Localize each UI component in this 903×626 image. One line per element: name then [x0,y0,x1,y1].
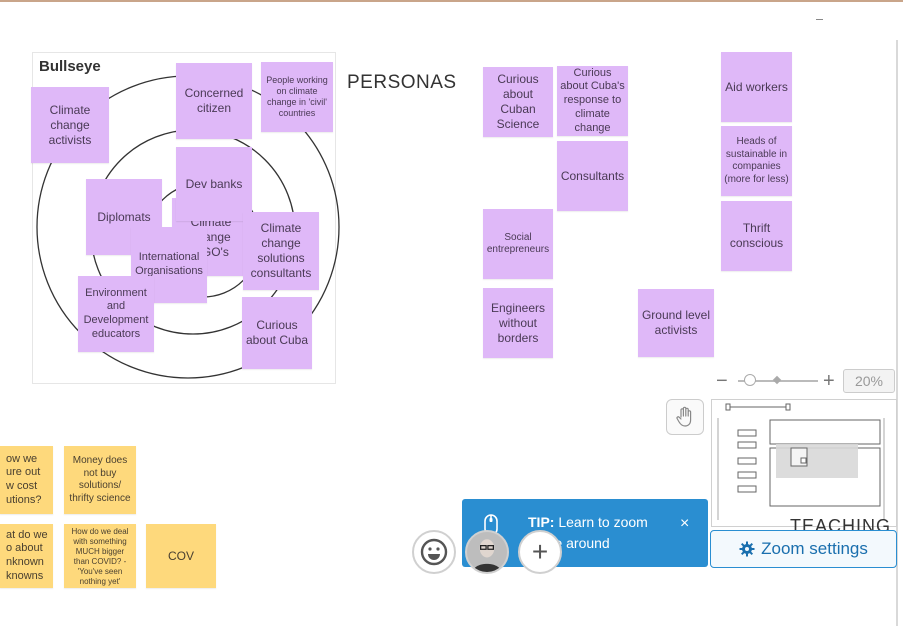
reaction-button[interactable] [412,530,456,574]
sticky-note[interactable]: ow we ure out w cost utions? [0,446,53,514]
sticky-note[interactable]: Social entrepreneurs [483,209,553,279]
sticky-note[interactable]: Curious about Cuba [242,297,312,369]
sticky-note[interactable]: Money does not buy solutions/ thrifty sc… [64,446,136,514]
minimap-preview [717,403,885,520]
sticky-note[interactable]: Dev banks [176,147,252,221]
zoom-level-input[interactable]: 20% [843,369,895,393]
hand-icon [676,406,692,427]
avatar[interactable] [465,530,509,574]
zoom-settings-label: Zoom settings [761,539,868,558]
zoom-in-button[interactable]: + [823,370,835,392]
smiley-icon [420,538,448,566]
sticky-note[interactable]: Concerned citizen [176,63,252,139]
sticky-note[interactable]: People working on climate change in 'civ… [261,62,333,132]
zoom-out-button[interactable]: − [716,370,728,392]
zoom-marker-icon [772,375,782,385]
user-avatar-icon [467,532,507,572]
tip-close-button[interactable]: × [680,515,690,532]
minimap[interactable] [711,399,897,527]
right-border [896,40,898,626]
bullseye-title: Bullseye [39,58,101,75]
sticky-note[interactable]: at do we o about nknown knowns [0,524,53,588]
zoom-bar: − + 20% [716,368,898,394]
minimize-dash [816,19,823,20]
sticky-note[interactable]: Climate change activists [31,87,109,163]
plus-icon: + [531,536,549,567]
sticky-note[interactable]: Engineers without borders [483,288,553,358]
sticky-note[interactable]: COV [146,524,216,588]
sticky-note[interactable]: Aid workers [721,52,792,122]
sticky-note[interactable]: Curious about Cuba's response to climate… [557,66,628,136]
zoom-settings-button[interactable]: Zoom settings [710,530,897,568]
sticky-note[interactable]: Curious about Cuban Science [483,67,553,137]
pan-tool-button[interactable] [666,399,704,435]
sticky-note[interactable]: Heads of sustainable in companies (more … [721,126,792,196]
add-participant-button[interactable]: + [518,530,562,574]
top-border [0,0,903,2]
sticky-note[interactable]: Thrift conscious [721,201,792,271]
zoom-slider-handle[interactable] [744,374,756,386]
sticky-note[interactable]: Consultants [557,141,628,211]
sticky-note[interactable]: Ground level activists [638,289,714,357]
sticky-note[interactable]: Environment and Development educators [78,276,154,352]
sticky-note[interactable]: How do we deal with something MUCH bigge… [64,524,136,588]
personas-title: PERSONAS [347,72,457,93]
sticky-note[interactable]: Climate change solutions consultants [243,212,319,290]
gear-icon [739,541,755,557]
